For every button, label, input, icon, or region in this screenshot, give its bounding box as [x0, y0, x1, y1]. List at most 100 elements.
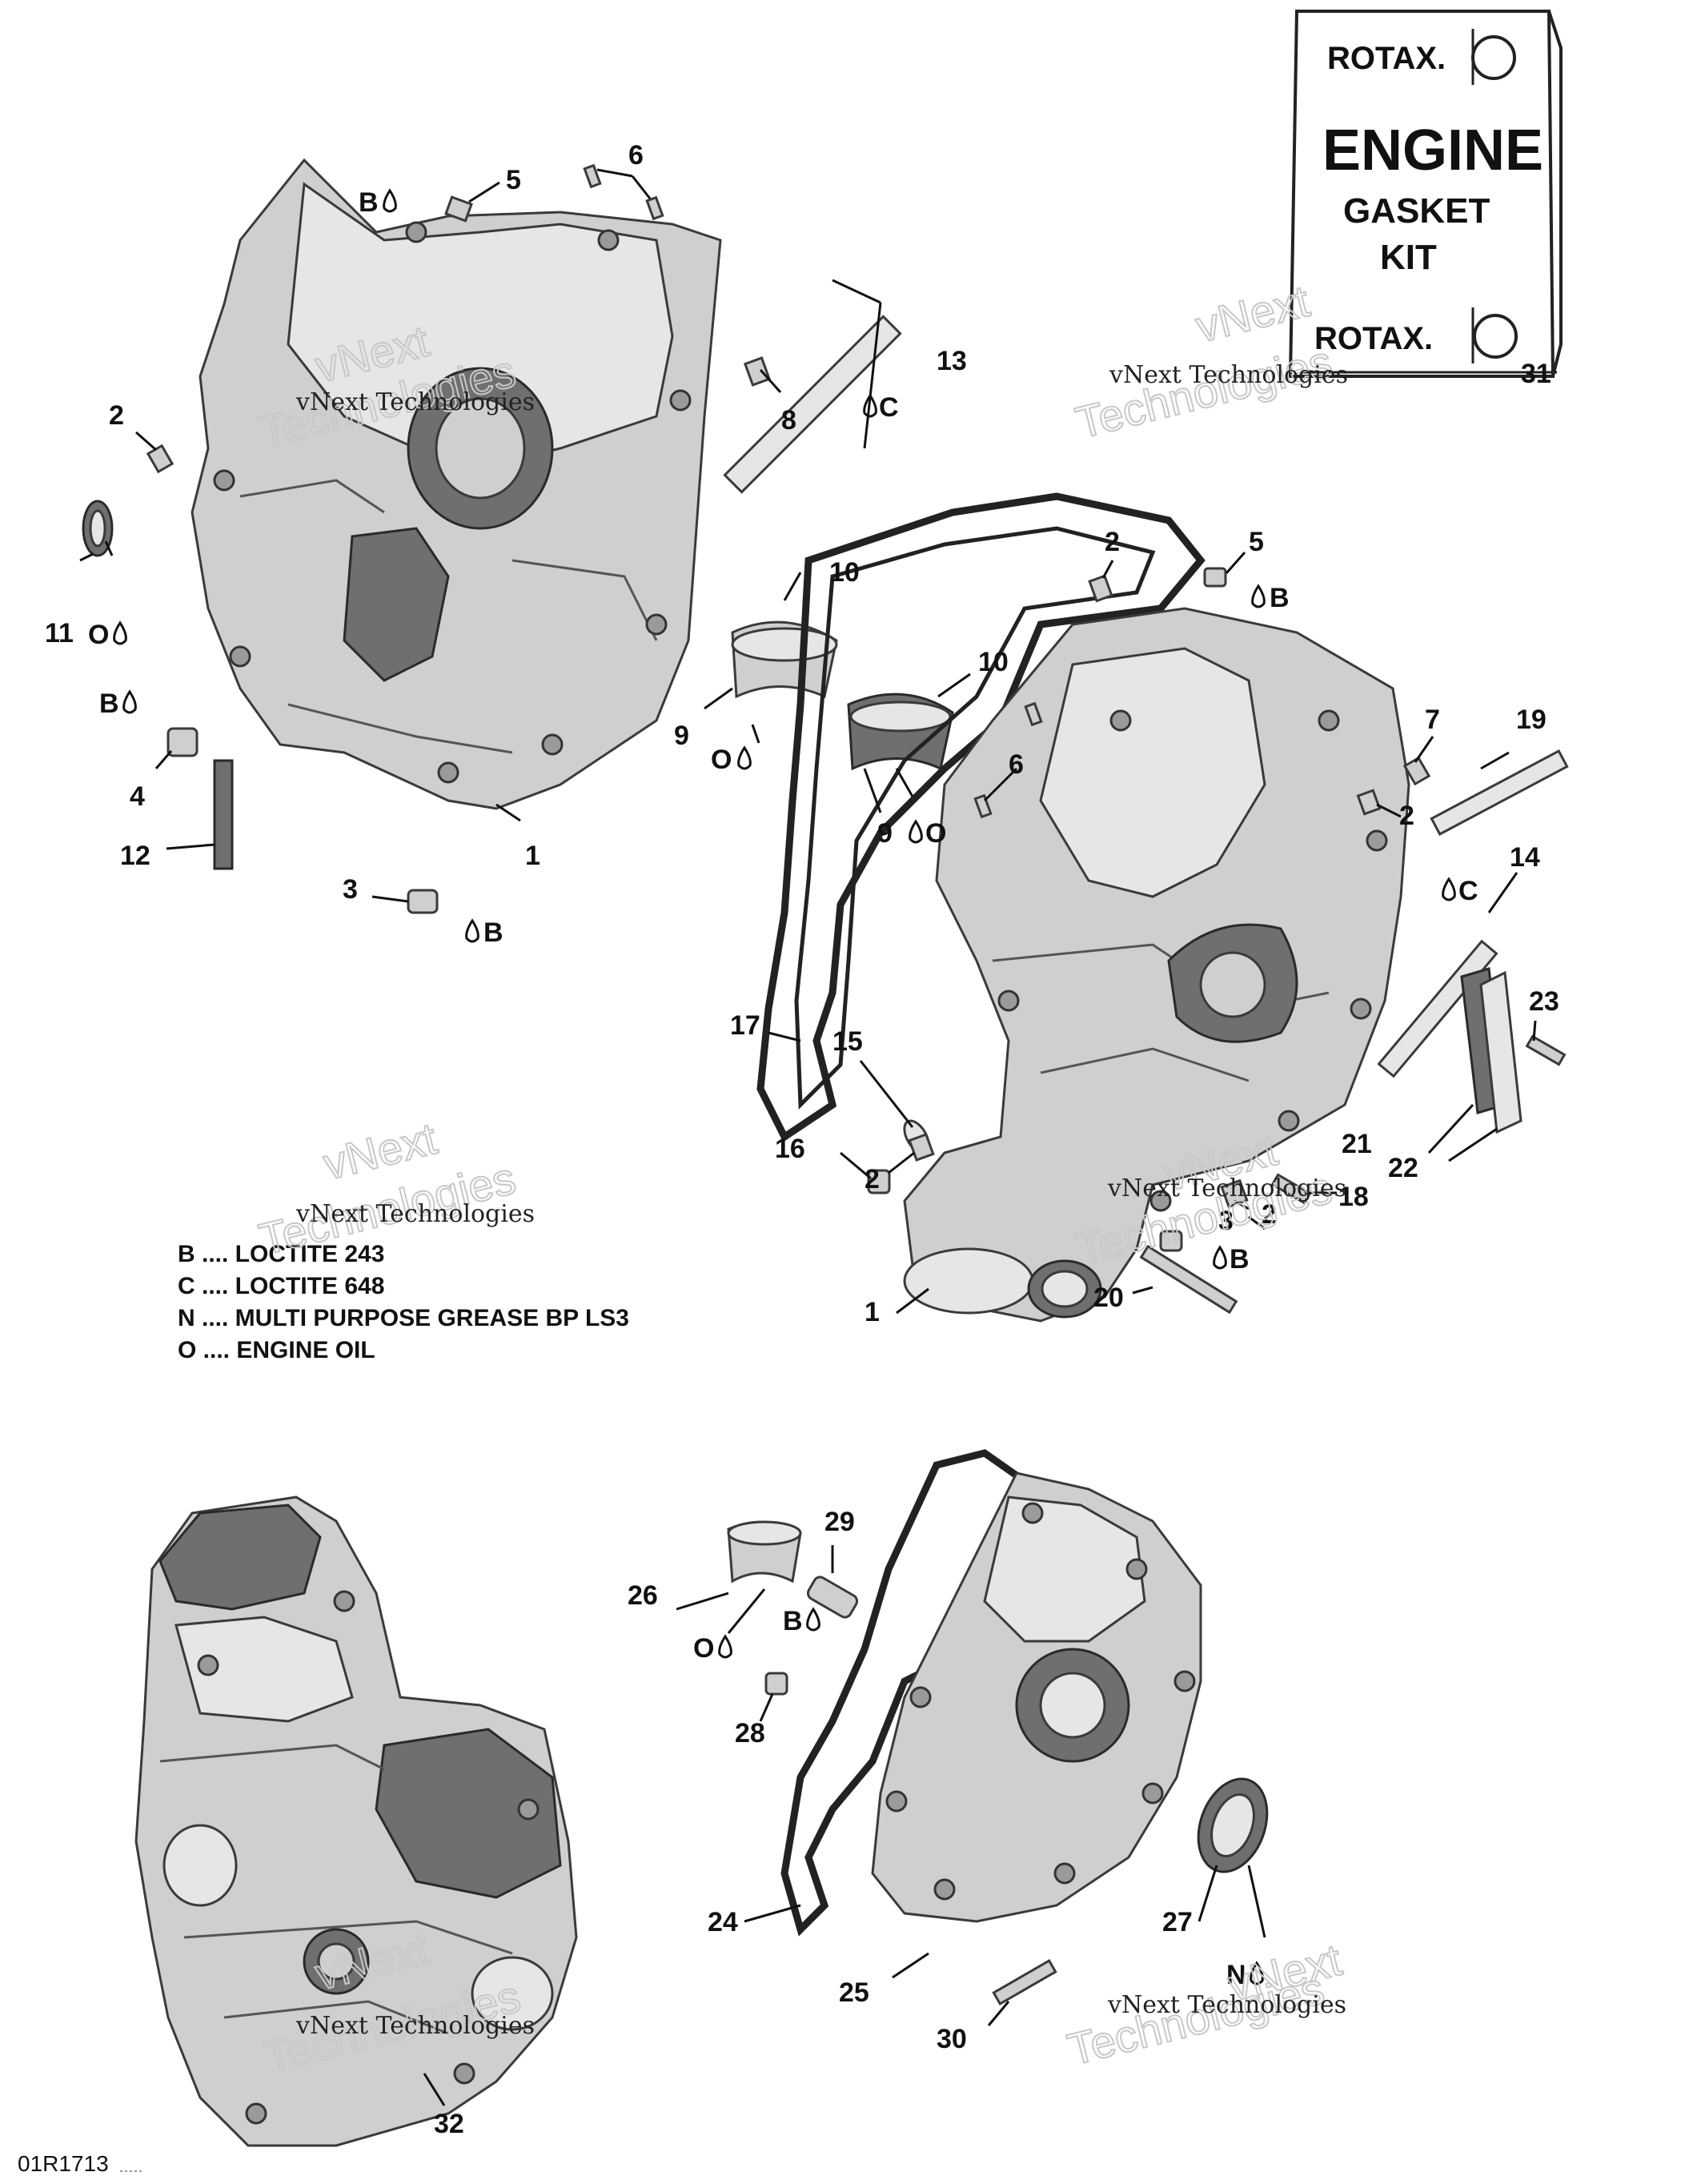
code-b-20: B: [1230, 1244, 1250, 1275]
droplet-icon: [465, 918, 479, 943]
kit-title: ENGINE: [1322, 118, 1543, 183]
callout-30: 30: [937, 2024, 967, 2054]
callout-25: 25: [839, 1977, 869, 2008]
legend-c: C .... LOCTITE 648: [178, 1273, 384, 1299]
legend: B .... LOCTITE 243 C .... LOCTITE 648 N …: [178, 1241, 629, 1363]
callout-12: 12: [120, 841, 150, 871]
watermark-label: vNext Technologies: [295, 388, 535, 416]
droplet-icon: [718, 1634, 732, 1659]
callout-27: 27: [1162, 1907, 1193, 1937]
callout-2-left: 2: [109, 400, 124, 431]
callout-5-mid: 5: [1249, 527, 1264, 557]
legend-n: N .... MULTI PURPOSE GREASE BP LS3: [178, 1305, 629, 1331]
kit-brand-bottom: ROTAX.: [1314, 321, 1433, 356]
crankcase-right-half: [756, 492, 1410, 1323]
callout-11: 11: [45, 618, 74, 648]
code-o-26: O: [693, 1633, 714, 1664]
code-n-27: N: [1226, 1960, 1246, 1990]
callout-15: 15: [832, 1026, 863, 1057]
watermark-label: vNext Technologies: [1107, 1174, 1346, 1202]
callout-1-left: 1: [525, 841, 540, 871]
callout-2-low2: 2: [1262, 1199, 1277, 1230]
crankcase-left-half: [191, 158, 722, 810]
kit-brand-top: ROTAX.: [1327, 41, 1446, 76]
callout-16: 16: [775, 1134, 805, 1164]
droplet-icon: [806, 1607, 820, 1632]
small-parts-left: [82, 163, 902, 914]
callout-3-left: 3: [343, 874, 358, 905]
code-o-9b: O: [925, 818, 946, 849]
small-parts-right: [867, 567, 1569, 1315]
callout-6-top: 6: [628, 140, 644, 171]
callout-1-right: 1: [865, 1297, 880, 1327]
callout-19: 19: [1516, 705, 1547, 735]
callout-20: 20: [1093, 1283, 1124, 1313]
code-o-11: O: [88, 620, 109, 650]
callout-10-b: 10: [978, 647, 1009, 677]
droplet-icon: [383, 188, 397, 213]
diagram-reference-id: 01R1713: [18, 2151, 109, 2176]
callout-5-top: 5: [506, 165, 521, 195]
kit-line3: KIT: [1380, 238, 1437, 277]
watermark-big: Technologies: [1071, 335, 1337, 448]
droplet-icon: [1251, 584, 1266, 608]
callout-4: 4: [130, 781, 145, 812]
callout-17: 17: [730, 1010, 760, 1041]
product-codes: B C O B B O O B C B B O N: [88, 187, 1478, 1990]
callout-32: 32: [434, 2109, 464, 2139]
assembled-engine: [134, 1495, 578, 2147]
droplet-icon: [863, 393, 877, 418]
callout-numbers: 6 5 13 8 2 11 4 12 1 3 10 10 9 9 6 2 5 7…: [45, 140, 1559, 2139]
callout-18: 18: [1338, 1182, 1369, 1212]
droplet-icon: [122, 689, 137, 714]
callout-26: 26: [628, 1580, 658, 1611]
brp-logo-bottom: [1473, 314, 1518, 359]
code-o-9a: O: [711, 745, 732, 775]
watermark-label: vNext Technologies: [295, 2012, 535, 2040]
legend-o: O .... ENGINE OIL: [178, 1337, 375, 1363]
code-b-4: B: [99, 689, 119, 719]
code-b-5mid: B: [1270, 583, 1290, 613]
watermark-label: vNext Technologies: [295, 1200, 535, 1228]
bearings-9-10: [731, 620, 954, 771]
legend-b: B .... LOCTITE 243: [178, 1241, 384, 1267]
callout-9-b: 9: [877, 818, 893, 849]
callout-29: 29: [824, 1507, 855, 1537]
callout-23: 23: [1529, 986, 1559, 1017]
code-c-13: C: [879, 392, 899, 423]
droplet-icon: [1250, 1961, 1264, 1985]
callout-7: 7: [1425, 705, 1440, 735]
kit-line2: GASKET: [1343, 191, 1490, 231]
callout-28: 28: [735, 1718, 765, 1748]
callout-8: 8: [781, 405, 796, 436]
callout-9-a: 9: [674, 721, 689, 751]
brp-logo-top: [1471, 35, 1516, 80]
droplet-icon: [737, 745, 752, 770]
code-b-29: B: [783, 1606, 803, 1636]
code-c-14: C: [1458, 876, 1478, 906]
callout-2-low: 2: [865, 1164, 880, 1194]
code-b-3: B: [483, 917, 503, 948]
callout-14: 14: [1510, 842, 1540, 873]
callout-24: 24: [708, 1907, 738, 1937]
crankcase-cover-assembly: [727, 1449, 1269, 2005]
callout-2-mid: 2: [1105, 527, 1120, 557]
leader-lines: [79, 168, 1537, 2106]
code-b-5: B: [359, 187, 379, 218]
droplet-icon: [909, 819, 923, 844]
droplet-icon: [1442, 877, 1456, 901]
callout-31: 31: [1521, 359, 1551, 389]
callout-2-right: 2: [1399, 801, 1414, 831]
droplet-icon: [1213, 1245, 1227, 1270]
watermark-label: vNext Technologies: [1109, 361, 1348, 389]
callout-3-right: 3: [1218, 1206, 1234, 1236]
callout-21: 21: [1342, 1129, 1372, 1159]
callout-13: 13: [937, 346, 967, 376]
callout-22: 22: [1388, 1153, 1418, 1183]
gasket-kit-box: ROTAX. ENGINE GASKET KIT ROTAX.: [1288, 10, 1563, 378]
droplet-icon: [113, 620, 127, 645]
callout-10-a: 10: [829, 557, 860, 588]
watermark-label: vNext Technologies: [1107, 1991, 1346, 2019]
callout-6-mid: 6: [1009, 749, 1024, 780]
